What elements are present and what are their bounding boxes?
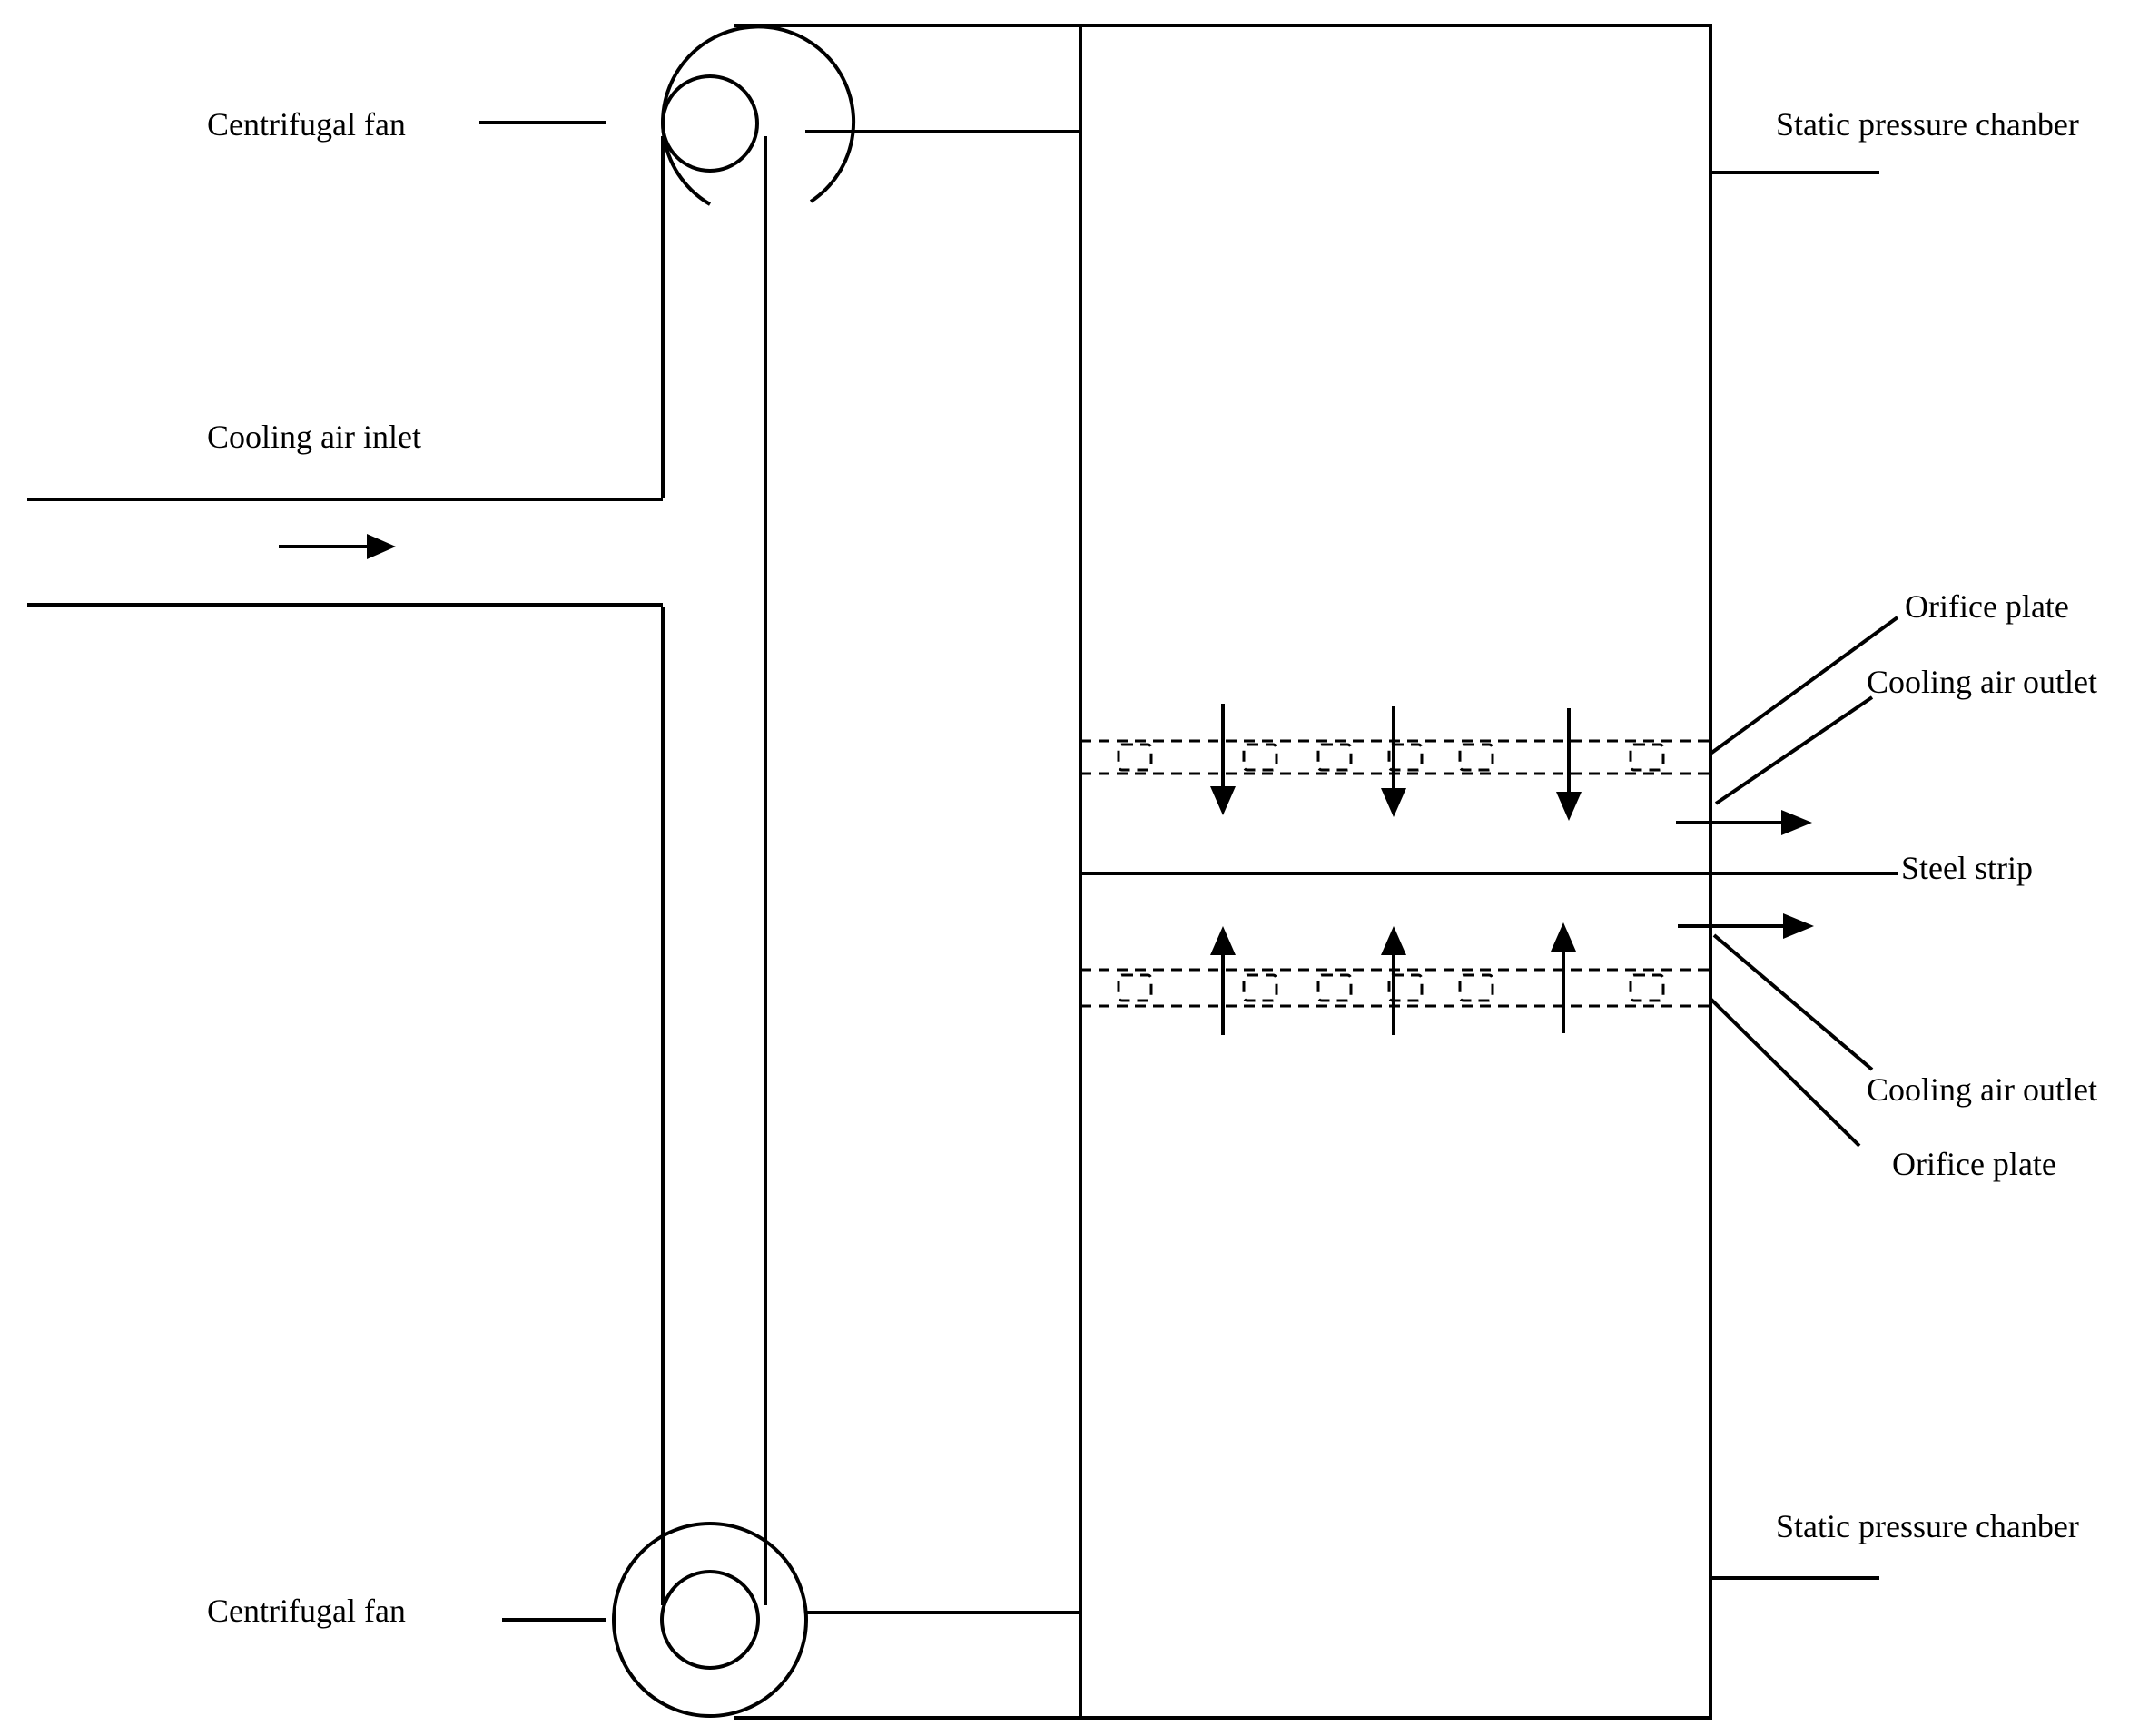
label-steel-strip: Steel strip bbox=[1901, 850, 2033, 886]
label-orifice-plate-bottom: Orifice plate bbox=[1892, 1146, 2056, 1182]
label-orifice-plate-top: Orifice plate bbox=[1905, 588, 2069, 625]
label-centrifugal-fan-top: Centrifugal fan bbox=[207, 106, 406, 143]
centrifugal-fan-top bbox=[661, 25, 856, 206]
bottom-jet-arrows bbox=[1210, 922, 1576, 1035]
label-cooling-air-outlet-bottom: Cooling air outlet bbox=[1867, 1071, 2097, 1108]
top-jet-arrows bbox=[1210, 704, 1582, 821]
leader-lines bbox=[479, 121, 1899, 1622]
label-static-pressure-chamber-top: Static pressure chanber bbox=[1776, 106, 2079, 143]
label-static-pressure-chamber-bottom: Static pressure chanber bbox=[1776, 1508, 2079, 1544]
label-centrifugal-fan-bottom: Centrifugal fan bbox=[207, 1593, 406, 1629]
label-cooling-air-outlet-top: Cooling air outlet bbox=[1867, 664, 2097, 700]
label-cooling-air-inlet: Cooling air inlet bbox=[207, 419, 421, 455]
outlet-flow-arrow-bottom bbox=[1678, 913, 1814, 939]
cooling-air-inlet-pipe bbox=[27, 498, 663, 607]
centrifugal-fan-bottom bbox=[612, 1522, 808, 1718]
inlet-flow-arrow bbox=[279, 534, 396, 559]
outlet-flow-arrow-top bbox=[1676, 810, 1812, 835]
